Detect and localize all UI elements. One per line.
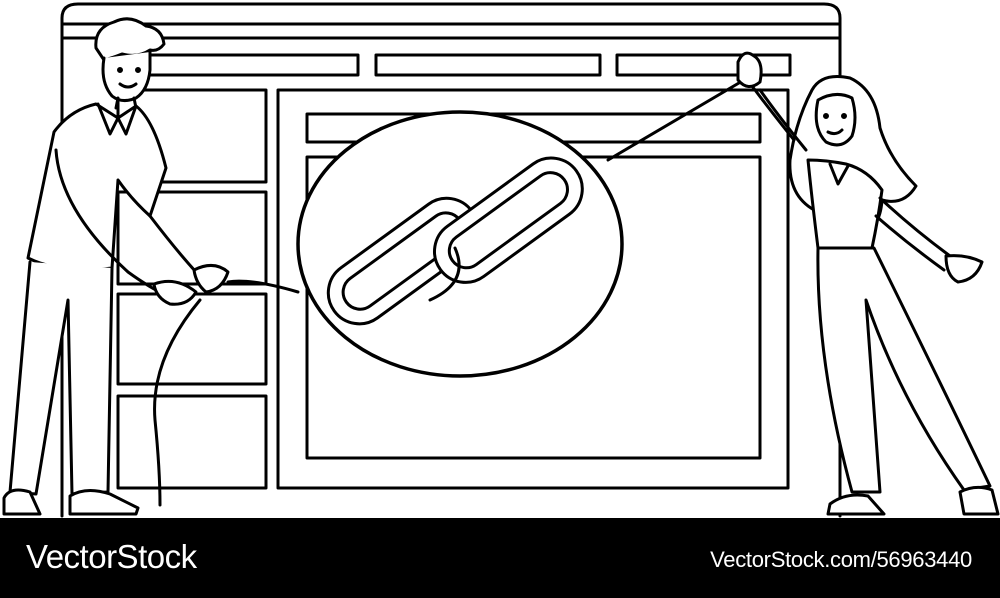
sidebar-block-2	[116, 190, 268, 286]
watermark-footer: VectorStock VectorStock.com/56963440	[0, 518, 1000, 598]
main-panel	[276, 88, 790, 490]
sidebar-block-3	[116, 292, 268, 386]
rope	[153, 298, 202, 507]
woman-figure	[736, 51, 1000, 516]
sidebar-block-4	[116, 394, 268, 490]
nav-bar-1	[116, 53, 360, 77]
browser-window	[60, 2, 842, 518]
nav-bar-3	[615, 53, 792, 77]
man-figure	[2, 17, 230, 516]
rope	[226, 279, 300, 294]
image-id-text: VectorStock.com/56963440	[710, 547, 972, 572]
rope	[606, 78, 746, 162]
chain-link-icon	[296, 110, 624, 378]
brand-name[interactable]: VectorStock	[26, 538, 197, 575]
nav-bar-2	[374, 53, 602, 77]
link-building-illustration	[2, 2, 1000, 518]
